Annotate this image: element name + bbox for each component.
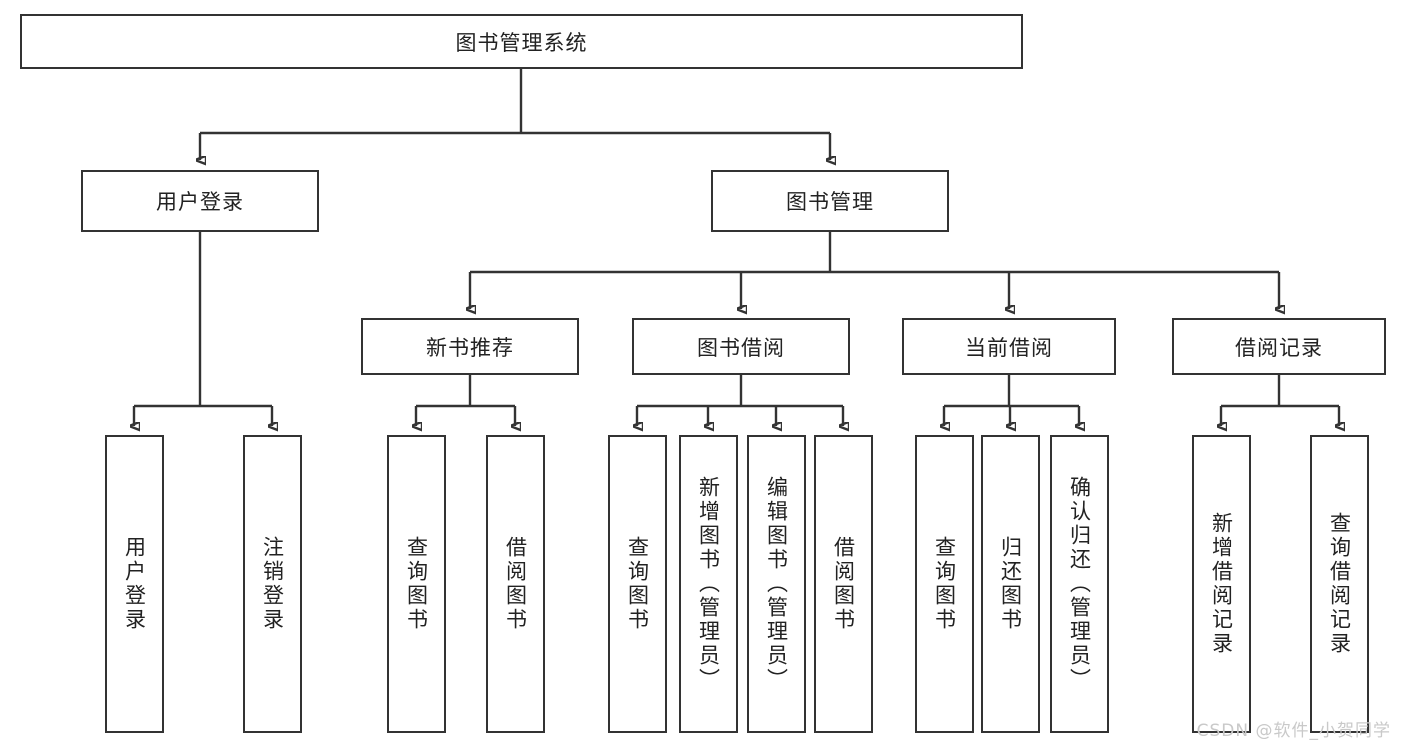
node-leaf-add-book-label: 新增图书（管理员） — [696, 476, 721, 692]
node-leaf-edit-book-label: 编辑图书（管理员） — [764, 476, 789, 692]
node-leaf-add-record-label: 新增借阅记录 — [1209, 512, 1234, 656]
node-user-login-label: 用户登录 — [156, 190, 244, 214]
node-leaf-add-book[interactable]: 新增图书（管理员） — [679, 435, 738, 733]
node-leaf-query-book-borrow[interactable]: 查询图书 — [608, 435, 667, 733]
node-leaf-add-record[interactable]: 新增借阅记录 — [1192, 435, 1251, 733]
node-leaf-query-record[interactable]: 查询借阅记录 — [1310, 435, 1369, 733]
node-leaf-query-book-rec-label: 查询图书 — [404, 536, 429, 632]
node-root[interactable]: 图书管理系统 — [20, 14, 1023, 69]
node-leaf-borrow-book-rec[interactable]: 借阅图书 — [486, 435, 545, 733]
node-leaf-logout-label: 注销登录 — [260, 536, 285, 632]
node-leaf-user-login[interactable]: 用户登录 — [105, 435, 164, 733]
node-leaf-query-book-rec[interactable]: 查询图书 — [387, 435, 446, 733]
node-book-manage[interactable]: 图书管理 — [711, 170, 949, 232]
node-current-borrow[interactable]: 当前借阅 — [902, 318, 1116, 375]
node-root-label: 图书管理系统 — [455, 30, 588, 55]
node-leaf-return-book[interactable]: 归还图书 — [981, 435, 1040, 733]
node-book-manage-label: 图书管理 — [786, 190, 874, 214]
node-leaf-confirm-return[interactable]: 确认归还（管理员） — [1050, 435, 1109, 733]
node-leaf-query-book-borrow-label: 查询图书 — [625, 536, 650, 632]
node-leaf-query-book-current[interactable]: 查询图书 — [915, 435, 974, 733]
node-leaf-user-login-label: 用户登录 — [122, 536, 147, 632]
node-user-login[interactable]: 用户登录 — [81, 170, 319, 232]
watermark: CSDN @软件_小贺同学 — [1196, 721, 1391, 741]
node-new-book-recommend[interactable]: 新书推荐 — [361, 318, 579, 375]
node-leaf-query-book-current-label: 查询图书 — [932, 536, 957, 632]
node-leaf-borrow-book-rec-label: 借阅图书 — [503, 536, 528, 632]
node-leaf-borrow-book-label: 借阅图书 — [831, 536, 856, 632]
node-current-borrow-label: 当前借阅 — [965, 335, 1053, 360]
node-book-borrow[interactable]: 图书借阅 — [632, 318, 850, 375]
node-leaf-borrow-book[interactable]: 借阅图书 — [814, 435, 873, 733]
node-borrow-record[interactable]: 借阅记录 — [1172, 318, 1386, 375]
node-leaf-edit-book[interactable]: 编辑图书（管理员） — [747, 435, 806, 733]
node-leaf-return-book-label: 归还图书 — [998, 536, 1023, 632]
node-leaf-logout[interactable]: 注销登录 — [243, 435, 302, 733]
node-leaf-query-record-label: 查询借阅记录 — [1327, 512, 1352, 656]
node-borrow-record-label: 借阅记录 — [1235, 335, 1323, 360]
node-leaf-confirm-return-label: 确认归还（管理员） — [1067, 476, 1092, 692]
node-new-book-recommend-label: 新书推荐 — [426, 335, 514, 360]
node-book-borrow-label: 图书借阅 — [697, 335, 785, 360]
